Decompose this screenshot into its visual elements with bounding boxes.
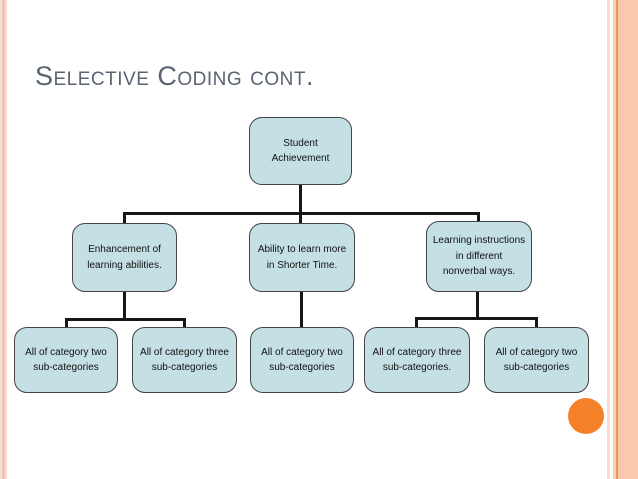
connector-child2-stem xyxy=(300,290,303,329)
right-border-stripe xyxy=(607,0,638,479)
connector-drop-child2 xyxy=(299,212,302,225)
connector-child3-stem xyxy=(476,290,479,320)
left-border-stripe xyxy=(0,0,8,479)
connector-child1-stem xyxy=(123,290,126,321)
connector-drop-leaf2 xyxy=(183,318,186,329)
tree-leaf-category-two-3: All of category two sub-categories xyxy=(484,327,589,393)
slide-title: Selective Coding cont. xyxy=(35,61,314,91)
connector-child1-rail xyxy=(65,318,186,321)
tree-node-student-achievement: Student Achievement xyxy=(249,117,352,185)
tree-node-nonverbal-instructions: Learning instructions in different nonve… xyxy=(426,221,532,292)
connector-drop-child1 xyxy=(123,212,126,225)
connector-root-stem xyxy=(299,184,302,215)
connector-drop-child3 xyxy=(477,212,480,223)
tree-leaf-category-two-1: All of category two sub-categories xyxy=(14,327,118,393)
connector-child3-rail xyxy=(415,317,538,320)
tree-leaf-category-two-2: All of category two sub-categories xyxy=(250,327,354,393)
connector-drop-leaf4 xyxy=(415,317,418,329)
tree-leaf-category-three-1: All of category three sub-categories xyxy=(132,327,237,393)
orange-accent-circle xyxy=(568,398,604,434)
tree-leaf-category-three-2: All of category three sub-categories. xyxy=(364,327,470,393)
connector-drop-leaf1 xyxy=(65,318,68,329)
connector-drop-leaf5 xyxy=(535,317,538,329)
tree-node-enhancement-learning: Enhancement of learning abilities. xyxy=(72,223,177,292)
tree-node-learn-shorter-time: Ability to learn more in Shorter Time. xyxy=(249,223,355,292)
